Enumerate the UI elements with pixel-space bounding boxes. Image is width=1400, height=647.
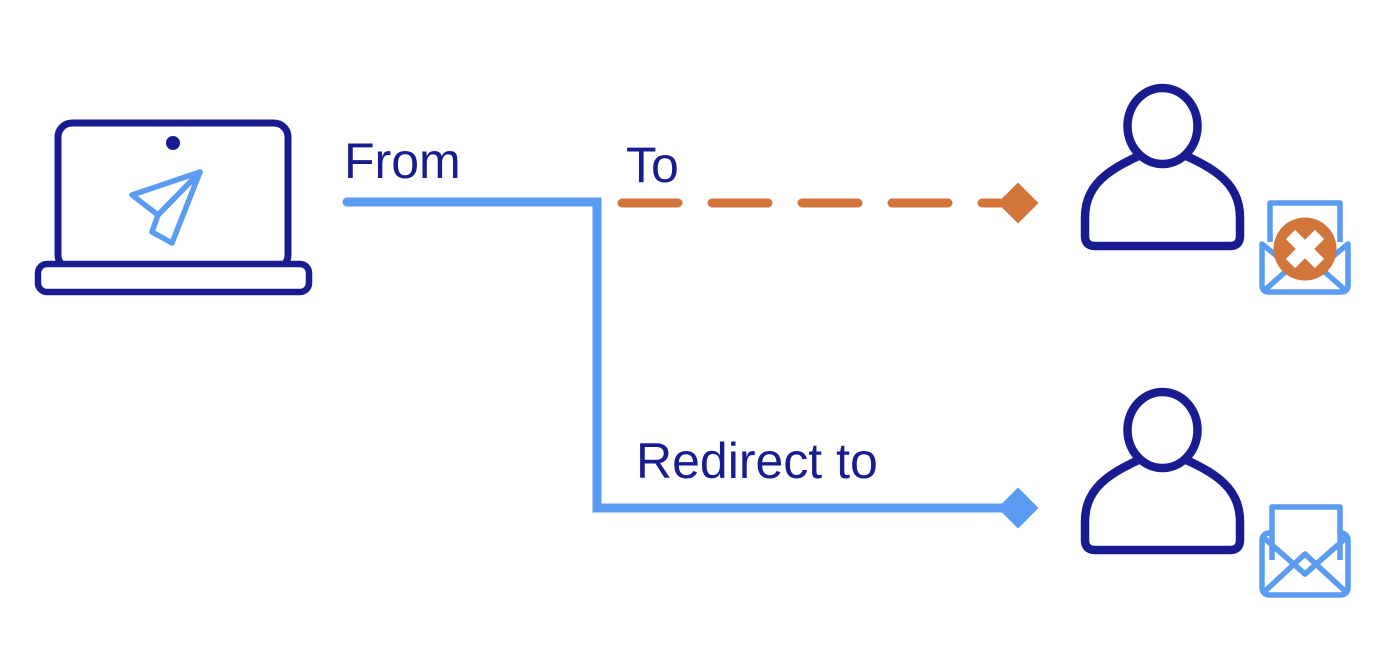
redirect-path-line (342, 197, 1008, 513)
original-recipient-person-icon (1085, 88, 1240, 246)
to-diamond-arrowhead (997, 182, 1039, 224)
redirect-diamond-arrowhead (997, 487, 1039, 529)
laptop-icon (34, 119, 313, 296)
redirect-recipient-person-icon (1085, 392, 1240, 550)
laptop-base (34, 260, 313, 296)
laptop-camera-dot (166, 136, 180, 150)
redirect-to-label: Redirect to (636, 433, 878, 489)
to-label: To (626, 137, 679, 193)
undelivered-envelope-icon (1259, 200, 1351, 295)
x-mark-icon (1285, 229, 1325, 269)
paper-plane-icon (129, 169, 203, 246)
from-label: From (344, 133, 461, 189)
delivered-envelope-icon (1259, 504, 1351, 598)
